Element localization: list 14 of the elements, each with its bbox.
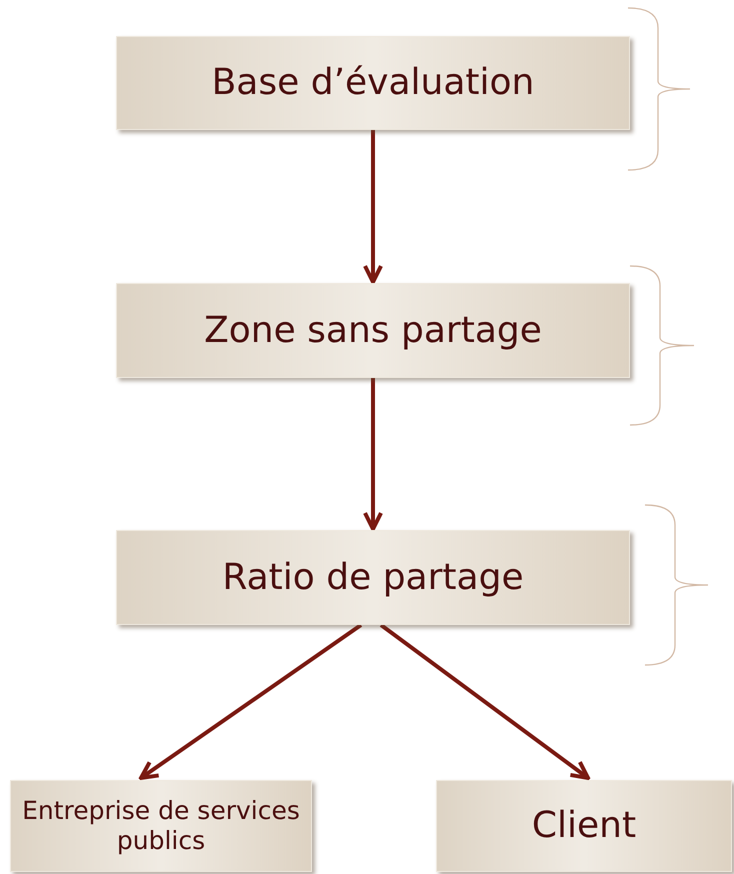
arrow (380, 623, 590, 780)
process-box (116, 283, 630, 378)
box-label: Entreprise de services publics (21, 796, 301, 856)
box-label: Zone sans partage (204, 308, 542, 352)
process-box (116, 36, 630, 130)
box-label: Ratio de partage (222, 556, 524, 600)
arrow (363, 378, 383, 531)
box-label: Client (532, 804, 636, 848)
process-box (10, 780, 312, 872)
arrow (363, 130, 383, 284)
process-box (436, 780, 732, 872)
arrow (139, 623, 362, 780)
process-box (116, 530, 630, 625)
box-label: Base d’évaluation (212, 61, 534, 105)
